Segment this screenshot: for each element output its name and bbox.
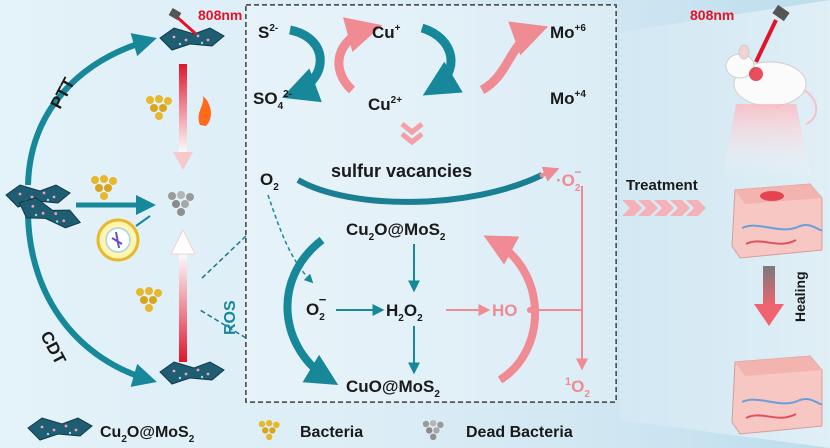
healed-skin-icon bbox=[731, 355, 823, 435]
cu-2plus-label: Cu2+ bbox=[368, 95, 402, 114]
sulfate-label: SO42- bbox=[253, 89, 292, 112]
infected-skin-icon bbox=[731, 183, 823, 259]
cu2o-to-cuo-arc bbox=[283, 236, 339, 385]
ptt-down-arrow-head bbox=[173, 152, 193, 170]
legend-nanosheet-icon bbox=[27, 417, 93, 441]
singlet-oxygen-label: 1O2 bbox=[565, 376, 590, 400]
mo4-label: Mo+4 bbox=[550, 89, 586, 108]
cdt-up-arrow-head bbox=[170, 228, 196, 255]
oxygen-label: O2 bbox=[260, 170, 279, 193]
bacteria-ptt bbox=[146, 95, 172, 120]
superoxide-label: ·O2− bbox=[556, 165, 581, 194]
sulfide-label: S2- bbox=[258, 23, 278, 42]
ros-label: ROS bbox=[222, 300, 239, 335]
mechanism-panel-border bbox=[245, 4, 617, 403]
ptt-arrow bbox=[25, 33, 157, 186]
healing-arrow-shaft bbox=[763, 266, 775, 306]
mo6-label: Mo+6 bbox=[550, 23, 586, 42]
chevron-down-icon bbox=[400, 122, 424, 146]
laser-beam-glow bbox=[722, 104, 812, 180]
laser-wavelength-left: 808nm bbox=[198, 7, 242, 23]
legend-cu2o-mos2: Cu2O@MoS2 bbox=[100, 424, 195, 445]
bacteria-cdt bbox=[136, 287, 162, 312]
ros-zoom-line-bottom bbox=[199, 235, 247, 281]
cu-redox-arrows bbox=[334, 17, 463, 96]
cu-plus-label: Cu+ bbox=[372, 23, 401, 42]
s2-to-so4-arrow bbox=[281, 25, 325, 103]
mouse-icon bbox=[725, 44, 818, 125]
ros-zoom-line-top bbox=[199, 309, 247, 339]
mo-redox-arrow bbox=[479, 21, 549, 94]
cu2o-mos2-label: Cu2O@MoS2 bbox=[346, 220, 446, 243]
bacteria-direct bbox=[91, 175, 117, 200]
bacterium-disrupted-icon bbox=[96, 215, 151, 262]
cuo-to-cu2o-arc bbox=[483, 235, 540, 384]
nanosheet-cluster-left bbox=[5, 184, 84, 237]
dead-bacteria-center bbox=[168, 191, 194, 216]
legend-dead-bacteria: Dead Bacteria bbox=[466, 424, 573, 441]
legend-bacteria: Bacteria bbox=[300, 424, 363, 441]
healing-label: Healing bbox=[792, 271, 808, 322]
nanosheet-cdt bbox=[159, 361, 225, 385]
cuo-mos2-label: CuO@MoS2 bbox=[346, 377, 440, 400]
cdt-label: CDT bbox=[36, 328, 69, 368]
ptt-down-arrow-shaft bbox=[179, 64, 187, 154]
dashed-o2-arrow bbox=[267, 194, 314, 284]
laser-icon-right bbox=[754, 4, 790, 63]
hydroxyl-radical-label: HO bbox=[492, 301, 518, 320]
legend-dead-bacteria-icon bbox=[422, 420, 444, 440]
healing-arrow-head bbox=[754, 304, 784, 326]
cdt-arrow bbox=[25, 214, 157, 387]
h2o2-label: H2O2 bbox=[386, 301, 423, 324]
legend-bacteria-icon bbox=[258, 420, 280, 440]
superoxide-radical-label: O2− bbox=[306, 292, 327, 323]
fire-icon bbox=[198, 96, 212, 126]
treatment-label: Treatment bbox=[626, 177, 698, 194]
cdt-up-arrow-shaft bbox=[179, 252, 187, 362]
vacancy-arrow bbox=[296, 172, 544, 205]
sulfur-vacancies-label: sulfur vacancies bbox=[331, 161, 472, 181]
laser-wavelength-right: 808nm bbox=[690, 7, 734, 23]
treatment-chevrons bbox=[622, 200, 706, 216]
laser-icon-left bbox=[168, 8, 197, 36]
